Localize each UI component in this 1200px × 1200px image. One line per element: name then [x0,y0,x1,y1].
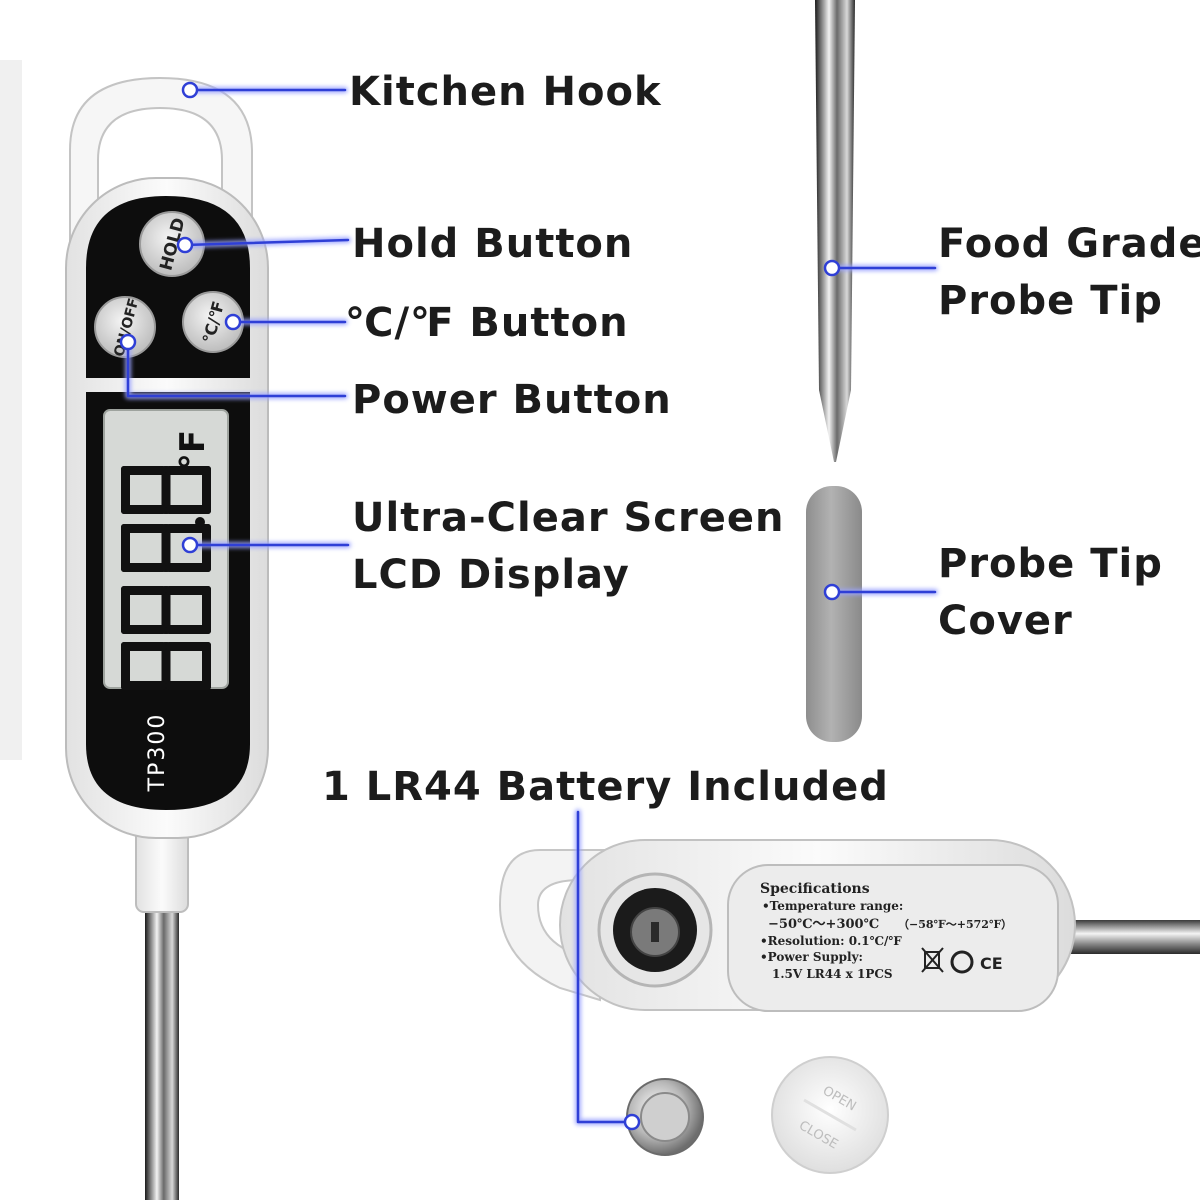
ce-mark: CE [980,954,1003,973]
lcd-segment [121,505,166,514]
lcd-segment [202,642,211,690]
bin-icon [921,947,944,973]
spec-temp-c: −50℃～+300℃ [768,917,879,932]
spec-resolution: •Resolution: 0.1℃/℉ [760,934,902,948]
lcd-segment [121,586,130,634]
lcd-segment [121,586,166,595]
lcd-segment [161,586,171,634]
model-label: TP300 [145,713,170,793]
battery-cover-cap: OPEN CLOSE [771,1056,889,1174]
probe-tip [815,0,855,462]
lcd-segment [121,625,166,634]
spec-power-label: •Power Supply: [760,950,863,964]
lcd-segment [166,642,211,651]
lcd-decimal-point [195,517,205,527]
lcd-segment [202,586,211,634]
label-probe-cover: Probe Tip Cover [938,536,1163,650]
label-power-button: Power Button [352,377,672,423]
label-hold-button: Hold Button [352,221,634,267]
lcd-segment [121,642,166,651]
label-probe-tip-line1: Food Grade [938,221,1200,267]
lcd-segment [121,681,166,690]
spec-temp-label: •Temperature range: [762,899,903,913]
lcd-segment [166,625,211,634]
lcd-segment [166,563,211,572]
lcd-segment [121,524,130,572]
label-probe-tip: Food Grade Probe Tip [938,216,1200,330]
label-lcd-display: Ultra-Clear Screen LCD Display [352,490,784,604]
label-probe-cover-line1: Probe Tip [938,541,1163,587]
probe-shaft [145,900,179,1200]
label-probe-cover-line2: Cover [938,598,1073,644]
lcd-segment [121,524,166,533]
lcd-segment [202,466,211,514]
spec-temp-f: （−58℉～+572℉） [898,918,1012,931]
label-probe-tip-line2: Probe Tip [938,278,1163,324]
lcd-segment [166,505,211,514]
lcd-segment [121,466,166,475]
label-battery: 1 LR44 Battery Included [322,764,889,810]
spec-plate [727,864,1059,1012]
label-lcd-line1: Ultra-Clear Screen [352,495,785,541]
lcd-segment [166,466,211,475]
probe-tip-assembly [806,0,862,742]
lcd-segment [166,586,211,595]
lcd-unit: °F [173,430,213,470]
lcd-segment [161,642,171,690]
label-lcd-line2: LCD Display [352,552,630,598]
background-ghost [0,60,22,760]
label-unit-button: ℃/℉ Button [345,300,629,346]
lcd-segment [161,466,171,514]
spec-title: Specifications [760,881,870,897]
probe-wire [1070,920,1200,954]
lcd-screen: °F [103,409,229,690]
lcd-segment [161,524,171,572]
callout-dots [119,81,841,1131]
lcd-segment [166,524,211,533]
thermometer-back: Specifications •Temperature range: −50℃～… [498,839,1200,1012]
recycle-icon [950,950,974,974]
label-kitchen-hook: Kitchen Hook [349,69,662,115]
lcd-segment [121,466,130,514]
spec-power-value: 1.5V LR44 x 1PCS [772,967,893,981]
lcd-segment [121,563,166,572]
callout-lines [125,87,938,1125]
lcd-segment [121,642,130,690]
lr44-battery [626,1078,704,1156]
lcd-segment [166,681,211,690]
probe-tip-cover [806,486,862,742]
